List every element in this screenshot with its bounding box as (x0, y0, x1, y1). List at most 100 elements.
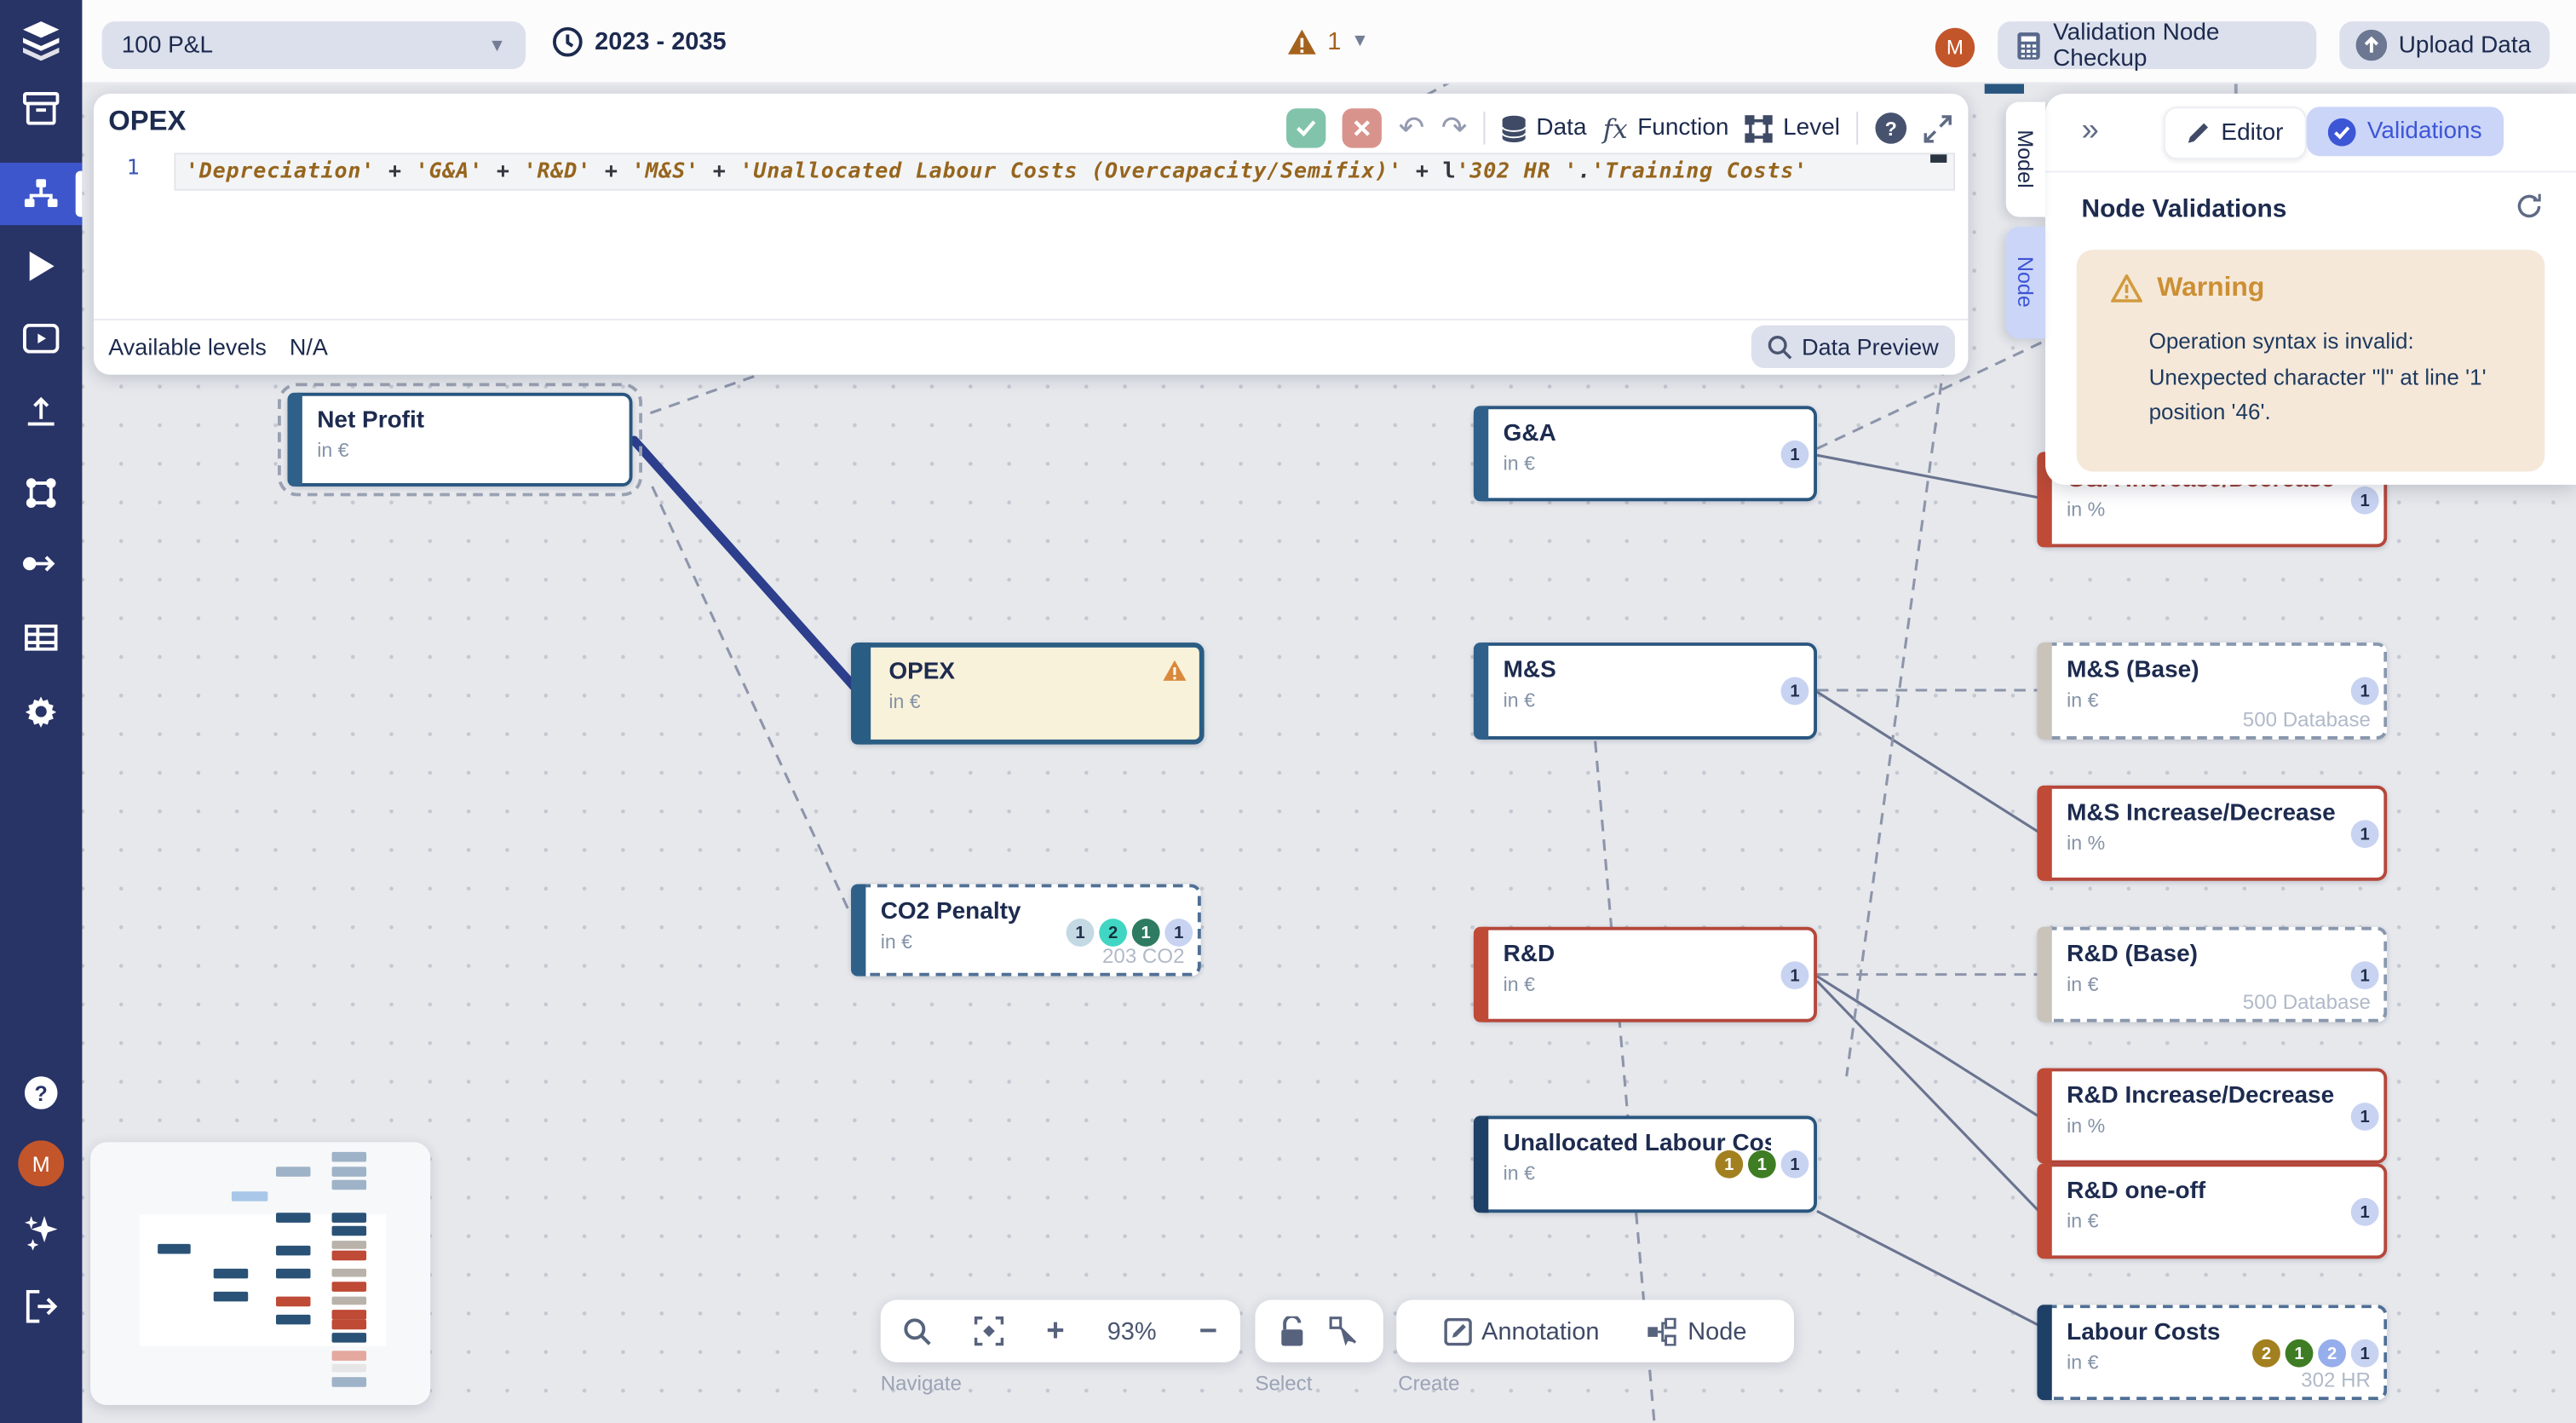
formula-token: l (1442, 159, 1457, 184)
create-node-button[interactable]: Node (1647, 1316, 1747, 1345)
sparkles-icon[interactable] (0, 1203, 82, 1262)
check-icon (1297, 120, 1316, 137)
formula-token: + (590, 159, 632, 184)
minimap-node-bar (275, 1245, 311, 1256)
level-tool-button[interactable]: Level (1745, 114, 1840, 142)
graph-edge (630, 435, 860, 692)
avatar[interactable]: M (1935, 27, 1975, 68)
tab-node-label: Node (2013, 256, 2038, 308)
minimap[interactable] (90, 1142, 431, 1405)
graph-edge (1816, 334, 2058, 450)
time-range[interactable]: 2023 - 2035 (552, 0, 727, 82)
select-cursor-icon[interactable] (1330, 1316, 1360, 1346)
table-grid-icon[interactable] (0, 608, 82, 667)
discard-button[interactable] (1343, 108, 1383, 148)
tab-validations[interactable]: Validations (2306, 107, 2504, 157)
sidebar-item-model-graph[interactable] (0, 162, 83, 226)
node-accent-bar (2037, 926, 2052, 1023)
svg-text:?: ? (1885, 118, 1897, 140)
redo-button[interactable]: ↷ (1440, 111, 1468, 146)
gear-icon[interactable] (0, 682, 82, 740)
apply-button[interactable] (1286, 108, 1326, 148)
lock-open-icon[interactable] (1279, 1315, 1306, 1347)
formula-token: + (375, 159, 416, 184)
graph-edge (1845, 246, 1962, 1077)
collapse-panel-icon[interactable]: » (2081, 113, 2099, 148)
node-accent-bar (287, 392, 302, 487)
node-unallocated-labour-costs[interactable]: Unallocated Labour Costs (O...in €111 (1473, 1115, 1817, 1213)
video-play-icon[interactable] (0, 309, 82, 368)
node-unit: in € (880, 930, 913, 953)
edge-stub (2234, 77, 2237, 95)
archive-box-icon[interactable] (0, 79, 82, 138)
scenario-badge: 1 (1066, 919, 1095, 947)
function-tool-button[interactable]: fx Function (1603, 112, 1729, 144)
upload-data-button[interactable]: Upload Data (2339, 21, 2550, 69)
formula-input[interactable]: 'Depreciation' + 'G&A' + 'R&D' + 'M&S' +… (174, 153, 1955, 191)
route-arrow-icon[interactable] (0, 534, 82, 593)
help-circle-icon[interactable]: ? (1874, 112, 1907, 145)
search-icon (1768, 335, 1791, 359)
formula-code-row[interactable]: 1 'Depreciation' + 'G&A' + 'R&D' + 'M&S'… (108, 153, 1955, 191)
tab-validations-label: Validations (2366, 118, 2482, 145)
chevron-down-icon: ▼ (487, 35, 506, 55)
zoom-out-button[interactable]: − (1199, 1313, 1218, 1349)
zoom-in-button[interactable]: + (1046, 1313, 1065, 1349)
create-node-label: Node (1688, 1316, 1747, 1345)
minimap-node-bar (331, 1250, 367, 1261)
search-icon[interactable] (904, 1317, 932, 1345)
play-icon[interactable] (0, 237, 82, 296)
stack-logo[interactable] (0, 10, 82, 69)
logout-icon[interactable] (0, 1276, 82, 1335)
close-icon (1354, 120, 1371, 136)
panel-tab-group: Editor Validations (2163, 107, 2504, 160)
minimap-node-bar (331, 1351, 367, 1361)
refresh-icon[interactable] (2516, 193, 2544, 221)
node-validations-heading: Node Validations (2081, 195, 2287, 224)
validation-node-checkup-button[interactable]: Validation Node Checkup (1998, 19, 2317, 72)
data-preview-button[interactable]: Data Preview (1751, 325, 1955, 368)
scenario-badge: 1 (2350, 1197, 2379, 1226)
model-selector-dropdown[interactable]: 100 P&L ▼ (101, 21, 526, 69)
help-icon[interactable]: ? (0, 1063, 82, 1122)
undo-button[interactable]: ↶ (1398, 111, 1425, 146)
graph-edge (1816, 690, 2042, 835)
formula-token: + (699, 159, 740, 184)
tab-model[interactable]: Model (2005, 101, 2046, 217)
data-tool-button[interactable]: Data (1501, 114, 1587, 142)
divider (1483, 112, 1486, 145)
tab-editor[interactable]: Editor (2163, 107, 2307, 160)
minimap-node-bar (331, 1363, 367, 1373)
annotation-button[interactable]: Annotation (1444, 1317, 1600, 1345)
node-accent-bar (2037, 785, 2052, 881)
warning-indicator[interactable]: 1 ▼ (1286, 0, 1369, 82)
node-unit: in € (1503, 688, 1535, 712)
line-number: 1 (126, 156, 140, 181)
node-title: OPEX (888, 659, 956, 686)
tab-node[interactable]: Node (2005, 227, 2046, 339)
minimap-node-bar (213, 1291, 249, 1302)
user-avatar[interactable]: M (0, 1131, 82, 1196)
fit-view-icon[interactable] (974, 1316, 1004, 1346)
minimap-node-bar (331, 1377, 367, 1387)
upload-tray-icon[interactable] (0, 383, 82, 441)
minimap-node-bar (158, 1243, 191, 1254)
artboard-icon[interactable] (0, 464, 82, 522)
expand-icon[interactable] (1923, 114, 1952, 142)
graph-edge (1816, 1209, 2041, 1328)
node-unit: in € (2067, 688, 2099, 712)
